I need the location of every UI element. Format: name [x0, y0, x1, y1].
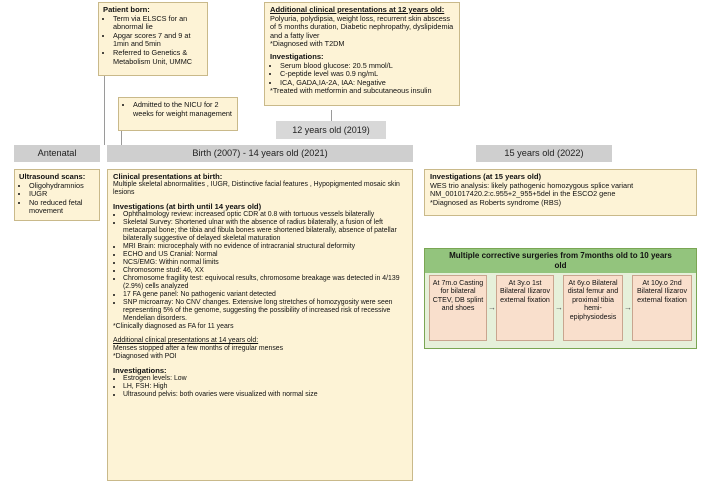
patient-born-item: Apgar scores 7 and 9 at 1min and 5min — [113, 31, 203, 49]
ultrasound-box: Ultrasound scans: Oligohydramnios IUGR N… — [14, 169, 100, 221]
nicu-list: Admitted to the NICU for 2 weeks for wei… — [123, 100, 233, 118]
age12-investigation-item: ICA, GADA,IA-2A, IAA: Negative — [280, 78, 454, 88]
clinical-investigation-item: NCS/EMG: Within normal limits — [123, 259, 407, 267]
arrow-icon: → — [555, 303, 563, 312]
surgery-step-3yo: At 3y.o 1st Bilateral Ilizarov external … — [496, 275, 554, 341]
clinical-investigation-item: MRI Brain: microcephaly with no evidence… — [123, 243, 407, 251]
additional-14yo-title: Additional clinical presentations at 14 … — [113, 337, 259, 344]
ultrasound-list: Oligohydramnios IUGR No reduced fetal mo… — [19, 181, 95, 216]
clinical-investigation-item: Skeletal Survey: Shortened ulnar with th… — [123, 219, 407, 243]
timeline-label-12yo: 12 years old (2019) — [276, 121, 386, 139]
arrow-icon: → — [488, 303, 496, 312]
nicu-box: Admitted to the NICU for 2 weeks for wei… — [118, 97, 238, 131]
clinical-presentations-box: Clinical presentations at birth: Multipl… — [107, 169, 413, 481]
patient-born-title: Patient born: — [103, 5, 150, 14]
investigation-14yo-item: LH, FSH: High — [123, 383, 407, 391]
clinical-investigations-title: Investigations (at birth until 14 years … — [113, 202, 262, 211]
connector-patient-born — [104, 60, 105, 145]
ultrasound-item: Oligohydramnios — [29, 181, 95, 191]
poi-diagnosis-note: *Diagnosed with POI — [113, 353, 177, 360]
nicu-item: Admitted to the NICU for 2 weeks for wei… — [133, 100, 233, 118]
surgery-step-6yo: At 6y.o Bilateral distal femur and proxi… — [563, 275, 623, 341]
surgery-step-7mo: At 7m.o Casting for bilateral CTEV, DB s… — [429, 275, 487, 341]
patient-born-item: Referred to Genetics & Metabolism Unit, … — [113, 48, 203, 66]
ultrasound-item: No reduced fetal movement — [29, 198, 95, 216]
age12-investigation-item: Serum blood glucose: 20.5 mmol/L — [280, 61, 454, 71]
investigation-14yo-item: Ultrasound pelvis: both ovaries were vis… — [123, 391, 407, 399]
investigation-14yo-item: Estrogen levels: Low — [123, 375, 407, 383]
age12-diagnosis-note: *Diagnosed with T2DM — [270, 39, 345, 49]
clinical-investigation-item: Ophthalmology review: increased optic CD… — [123, 211, 407, 219]
ultrasound-title: Ultrasound scans: — [19, 172, 86, 181]
patient-born-box: Patient born: Term via ELSCS for an abno… — [98, 2, 208, 76]
clinical-investigation-item: 17 FA gene panel: No pathogenic variant … — [123, 291, 407, 299]
additional-14yo-presentation: Menses stopped after a few months of irr… — [113, 345, 284, 352]
ultrasound-item: IUGR — [29, 190, 95, 199]
clinical-title: Clinical presentations at birth: — [113, 172, 223, 181]
age15-title: Investigations (at 15 years old) — [430, 172, 541, 181]
arrow-icon: → — [624, 303, 632, 312]
fa-diagnosis-note: *Clinically diagnosed as FA for 11 years — [113, 323, 234, 330]
timeline-15yo: 15 years old (2022) — [476, 145, 612, 162]
patient-born-list: Term via ELSCS for an abnormal lie Apgar… — [103, 14, 203, 67]
age12-investigations-title: Investigations: — [270, 51, 324, 61]
connector-age12 — [331, 110, 332, 122]
age15-wes-result: WES trio analysis: likely pathogenic hom… — [430, 180, 634, 199]
age12-investigation-item: C-peptide level was 0.9 ng/mL — [280, 70, 454, 79]
clinical-investigations-list: Ophthalmology review: increased optic CD… — [113, 211, 407, 323]
patient-born-item: Term via ELSCS for an abnormal lie — [113, 14, 203, 32]
surgery-step-10yo: At 10y.o 2nd Bilateral Ilizarov external… — [632, 275, 692, 341]
age12-title: Additional clinical presentations at 12 … — [270, 5, 445, 14]
clinical-investigation-item: Chromosome stud: 46, XX — [123, 267, 407, 275]
clinical-investigation-item: Chromosome fragility test: equivocal res… — [123, 275, 407, 291]
surgeries-header: Multiple corrective surgeries from 7mont… — [425, 249, 696, 273]
clinical-investigation-item: SNP microarray: No CNV changes. Extensiv… — [123, 299, 407, 323]
clinical-investigation-item: ECHO and US Cranial: Normal — [123, 251, 407, 259]
age15-box: Investigations (at 15 years old) WES tri… — [424, 169, 697, 216]
age12-box: Additional clinical presentations at 12 … — [264, 2, 460, 106]
clinical-presentation: Multiple skeletal abnormalities , IUGR, … — [113, 181, 400, 196]
timeline-birth-to-14: Birth (2007) - 14 years old (2021) — [107, 145, 413, 162]
age12-treatment-note: *Treated with metformin and subcutaneous… — [270, 86, 432, 96]
age12-investigations-list: Serum blood glucose: 20.5 mmol/L C-pepti… — [270, 61, 454, 88]
investigations-14yo-title: Investigations: — [113, 366, 167, 375]
age15-diagnosis-note: *Diagnosed as Roberts syndrome (RBS) — [430, 197, 561, 207]
age12-presentation: Polyuria, polydipsia, weight loss, recur… — [270, 13, 454, 40]
timeline-antenatal: Antenatal — [14, 145, 100, 162]
investigations-14yo-list: Estrogen levels: Low LH, FSH: High Ultra… — [113, 375, 407, 399]
